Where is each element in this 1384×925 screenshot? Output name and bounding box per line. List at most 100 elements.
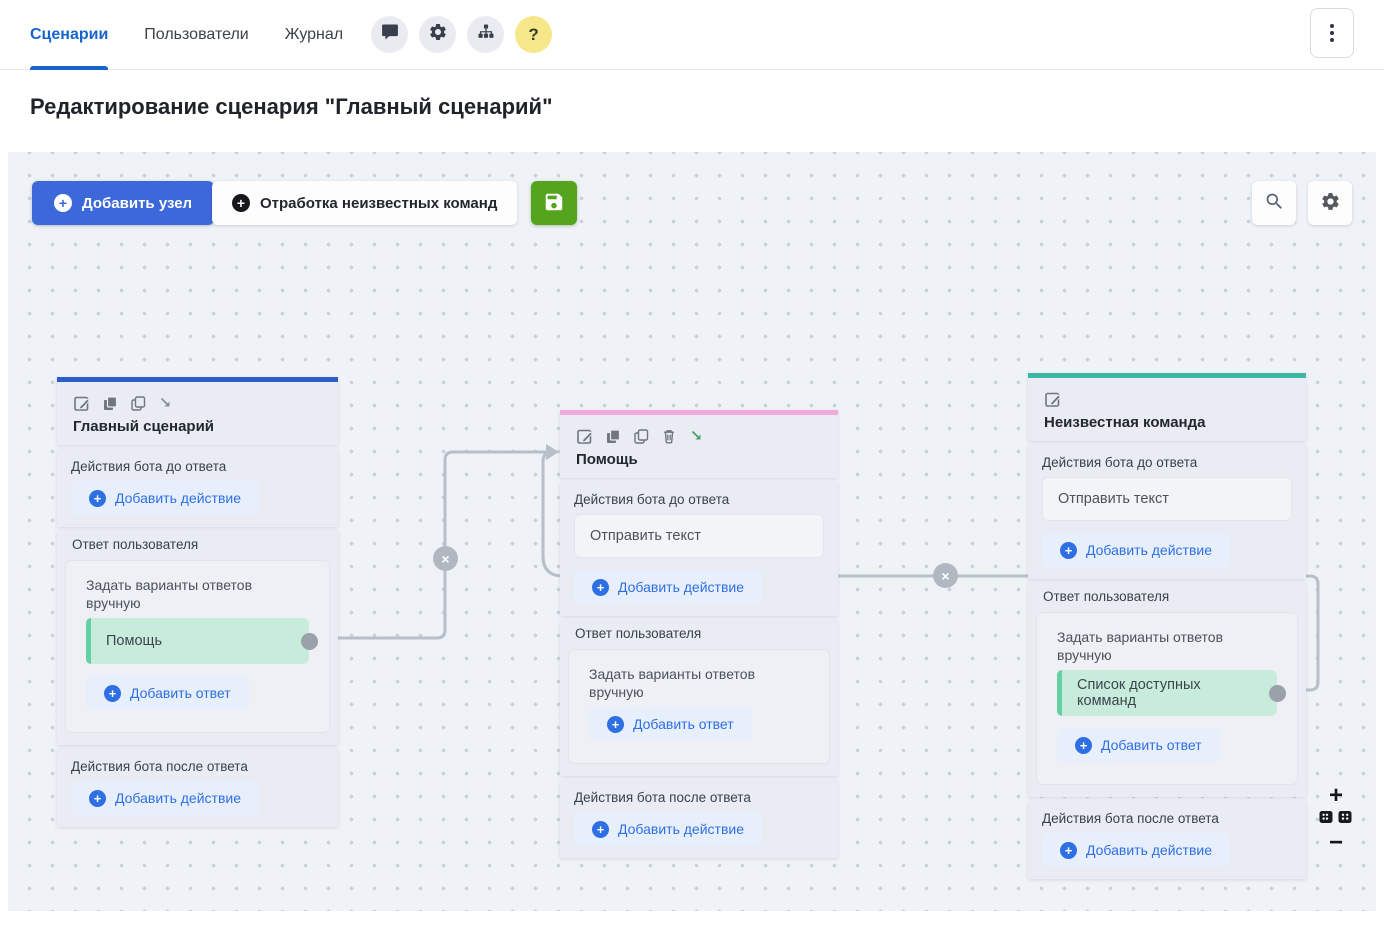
gear-icon [428,22,448,47]
section-label: Ответ пользователя [1043,589,1170,604]
tab-users[interactable]: Пользователи [144,25,249,43]
add-action-button[interactable]: + Добавить действие [71,481,259,515]
user-response-section: Ответ пользователя Задать варианты ответ… [57,531,338,745]
canvas-settings-button[interactable] [1308,181,1352,225]
add-action-button[interactable]: + Добавить действие [71,781,259,815]
delete-connection-button[interactable]: × [933,563,958,588]
plus-icon: + [89,489,106,507]
edit-icon[interactable] [73,394,91,412]
node-unknown-command[interactable]: Неизвестная команда Действия бота до отв… [1028,373,1306,879]
connector-port[interactable] [301,633,318,650]
grid-view-icon[interactable] [1338,810,1353,829]
plus-icon: + [89,789,106,807]
add-action-button[interactable]: + Добавить действие [574,812,762,846]
duplicate-icon[interactable] [129,394,147,412]
section-label: Действия бота до ответа [574,492,730,507]
section-label: Ответ пользователя [575,626,702,641]
response-card: Задать варианты ответов вручную + Добави… [568,649,830,764]
section-label: Ответ пользователя [72,537,199,552]
user-response-section: Ответ пользователя Задать варианты ответ… [1028,583,1306,797]
help-button[interactable]: ? [515,16,553,53]
question-mark-icon: ? [528,24,539,44]
tab-scenarios[interactable]: Сценарии [30,0,109,70]
search-icon [1264,191,1285,215]
plus-icon: + [54,194,72,212]
plus-icon: + [592,820,609,838]
add-answer-button[interactable]: + Добавить ответ [589,707,752,741]
response-card: Задать варианты ответов вручную Список д… [1036,612,1298,785]
manual-variants-label: Задать варианты ответов вручную [589,666,756,700]
add-node-button[interactable]: + Добавить узел [32,181,215,225]
canvas-search-button[interactable] [1252,181,1296,225]
edit-icon[interactable] [576,427,594,445]
fit-view-icon[interactable] [1319,810,1334,829]
save-floppy-icon [543,191,565,216]
zoom-out-button[interactable]: − [1328,829,1343,856]
zoom-in-button[interactable]: + [1328,782,1343,809]
chat-bubble-icon [380,22,400,47]
add-answer-button[interactable]: + Добавить ответ [86,676,249,710]
actions-after-section: Действия бота после ответа + Добавить де… [560,780,838,858]
add-action-button[interactable]: + Добавить действие [574,570,762,604]
action-item-send-text[interactable]: Отправить текст [574,514,824,558]
node-header: Главный сценарий [57,377,338,445]
plus-icon: + [232,194,250,212]
zoom-controls: + − [1310,784,1362,855]
delete-connection-button[interactable]: × [433,546,458,571]
delete-icon[interactable] [660,427,678,445]
add-action-button[interactable]: + Добавить действие [1042,533,1230,567]
plus-icon: + [1060,541,1077,559]
section-label: Действия бота после ответа [574,790,751,805]
user-response-section: Ответ пользователя Задать варианты ответ… [560,620,838,776]
actions-before-section: Действия бота до ответа Отправить текст … [1028,445,1306,579]
section-label: Действия бота до ответа [1042,455,1198,470]
save-button[interactable] [531,181,577,225]
section-label: Действия бота после ответа [1042,811,1219,826]
node-header: Помощь [560,410,838,478]
node-title: Главный сценарий [73,418,215,435]
sitemap-icon [476,22,496,47]
section-label: Действия бота до ответа [71,459,227,474]
response-card: Задать варианты ответов вручную Помощь +… [65,560,330,733]
answer-item-help[interactable]: Помощь [86,618,318,664]
scenario-tree-button[interactable] [467,16,505,53]
copy-icon[interactable] [604,427,622,445]
gear-icon [1320,191,1341,215]
expand-arrow-icon[interactable] [688,427,704,445]
add-action-button[interactable]: + Добавить действие [1042,833,1230,867]
node-header: Неизвестная команда [1028,373,1306,441]
copy-icon[interactable] [101,394,119,412]
connector-port[interactable] [1269,685,1286,702]
manual-variants-label: Задать варианты ответов вручную [1057,629,1224,663]
expand-arrow-icon[interactable] [157,394,173,412]
answer-item-command-list[interactable]: Список доступных комманд [1057,670,1286,716]
unknown-commands-button[interactable]: + Отработка неизвестных команд [212,181,518,225]
actions-before-section: Действия бота до ответа Отправить текст … [560,482,838,616]
nav-tabs: Сценарии Пользователи Журнал [30,0,344,70]
plus-icon: + [1060,841,1077,859]
actions-before-section: Действия бота до ответа + Добавить дейст… [57,449,338,527]
node-main-scenario[interactable]: Главный сценарий Действия бота до ответа… [57,377,338,827]
top-navigation: Сценарии Пользователи Журнал ? [0,0,1384,70]
tab-journal[interactable]: Журнал [284,25,344,43]
actions-after-section: Действия бота после ответа + Добавить де… [1028,801,1306,879]
duplicate-icon[interactable] [632,427,650,445]
action-item-send-text[interactable]: Отправить текст [1042,477,1292,521]
kebab-icon [1330,24,1334,28]
settings-button[interactable] [419,16,457,53]
plus-icon: + [104,684,121,702]
section-label: Действия бота после ответа [71,759,248,774]
page-title: Редактирование сценария "Главный сценари… [0,70,1384,140]
plus-icon: + [1075,736,1092,754]
actions-after-section: Действия бота после ответа + Добавить де… [57,749,338,827]
node-help[interactable]: Помощь Действия бота до ответа Отправить… [560,410,838,858]
chat-button[interactable] [371,16,409,53]
node-title: Помощь [576,451,638,468]
manual-variants-label: Задать варианты ответов вручную [86,577,253,611]
edit-icon[interactable] [1044,390,1062,408]
more-menu-button[interactable] [1310,8,1354,58]
node-title: Неизвестная команда [1044,414,1206,431]
add-answer-button[interactable]: + Добавить ответ [1057,728,1220,762]
plus-icon: + [607,715,624,733]
plus-icon: + [592,578,609,596]
